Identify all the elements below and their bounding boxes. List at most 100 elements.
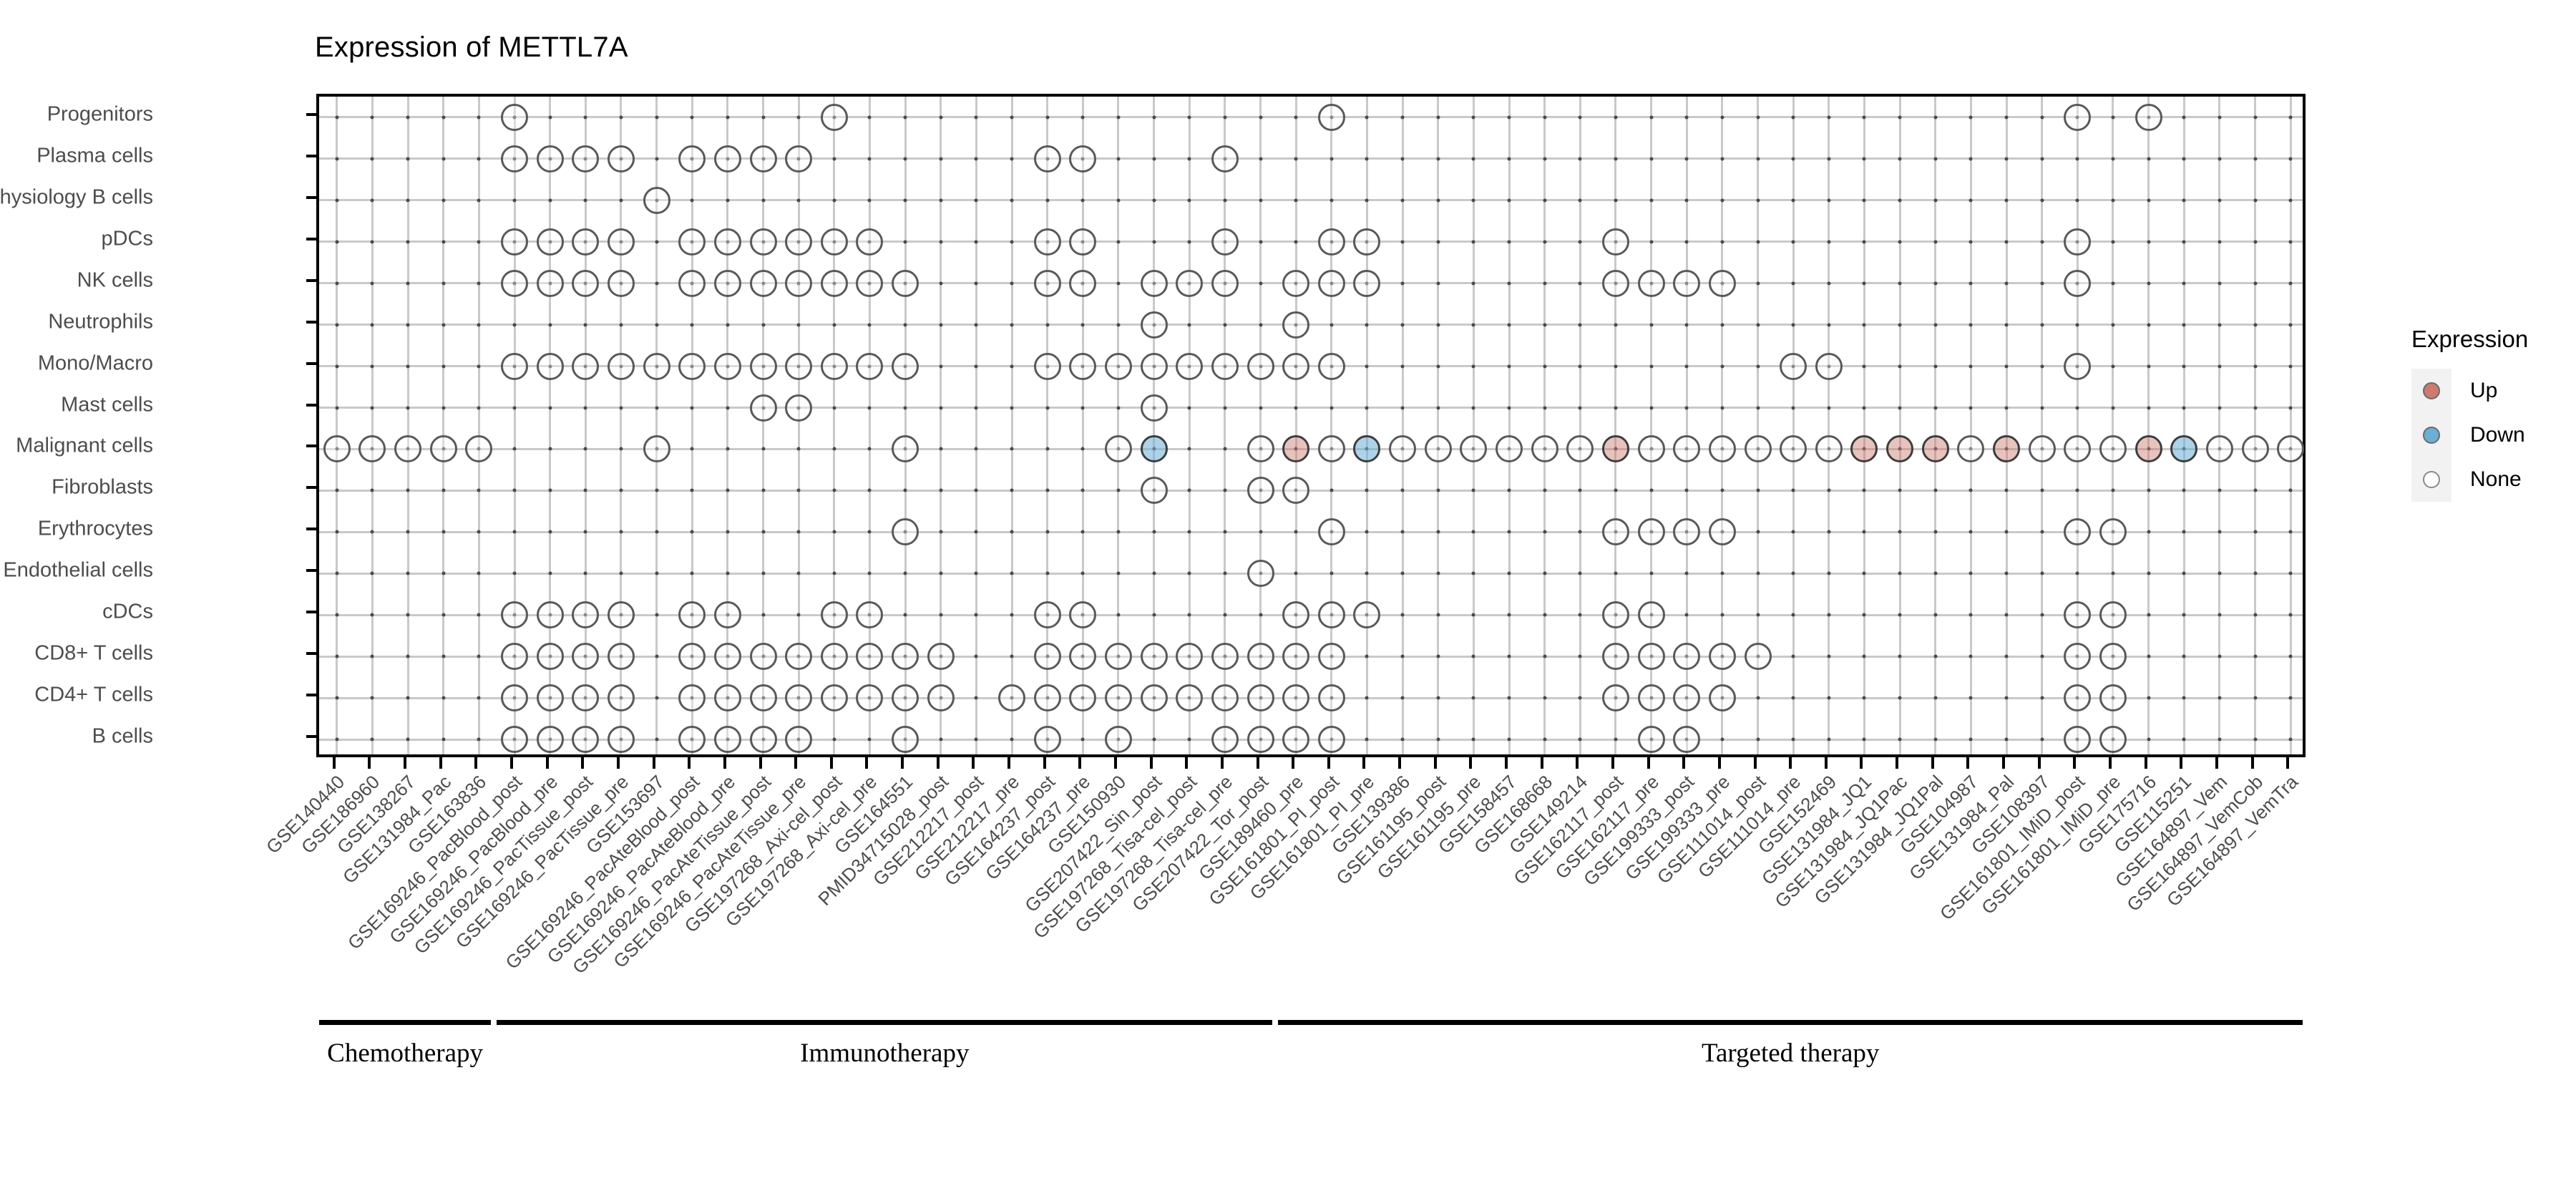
- expression-dot[interactable]: [572, 601, 600, 629]
- expression-dot[interactable]: [1601, 269, 1629, 297]
- expression-dot[interactable]: [2135, 103, 2162, 131]
- expression-dot[interactable]: [1601, 228, 1629, 256]
- expression-dot[interactable]: [1246, 352, 1274, 380]
- expression-dot[interactable]: [1886, 435, 1914, 463]
- expression-dot[interactable]: [1140, 352, 1168, 380]
- expression-dot[interactable]: [749, 684, 777, 712]
- expression-dot[interactable]: [713, 643, 741, 671]
- expression-dot[interactable]: [1104, 352, 1132, 380]
- expression-dot[interactable]: [892, 684, 919, 712]
- expression-dot[interactable]: [856, 684, 884, 712]
- expression-dot[interactable]: [1140, 394, 1168, 422]
- expression-dot[interactable]: [678, 684, 706, 712]
- expression-dot[interactable]: [713, 684, 741, 712]
- expression-dot[interactable]: [820, 601, 848, 629]
- legend-item[interactable]: Down: [2411, 413, 2569, 457]
- expression-dot[interactable]: [1140, 477, 1168, 505]
- expression-dot[interactable]: [678, 726, 706, 754]
- expression-dot[interactable]: [1317, 103, 1345, 131]
- expression-dot[interactable]: [536, 145, 564, 172]
- expression-dot[interactable]: [678, 643, 706, 671]
- expression-dot[interactable]: [1246, 477, 1274, 505]
- expression-dot[interactable]: [572, 726, 600, 754]
- expression-dot[interactable]: [2135, 435, 2162, 463]
- expression-dot[interactable]: [607, 643, 635, 671]
- expression-dot[interactable]: [820, 269, 848, 297]
- expression-dot[interactable]: [2241, 435, 2269, 463]
- expression-dot[interactable]: [1140, 269, 1168, 297]
- expression-dot[interactable]: [749, 726, 777, 754]
- legend-item[interactable]: None: [2411, 457, 2569, 502]
- expression-dot[interactable]: [501, 103, 529, 131]
- expression-dot[interactable]: [856, 228, 884, 256]
- expression-dot[interactable]: [856, 269, 884, 297]
- expression-dot[interactable]: [2099, 518, 2127, 546]
- expression-dot[interactable]: [1673, 643, 1701, 671]
- expression-dot[interactable]: [1176, 269, 1204, 297]
- expression-dot[interactable]: [1317, 228, 1345, 256]
- expression-dot[interactable]: [536, 726, 564, 754]
- expression-dot[interactable]: [536, 684, 564, 712]
- expression-dot[interactable]: [785, 643, 813, 671]
- expression-dot[interactable]: [1033, 269, 1061, 297]
- expression-dot[interactable]: [1246, 560, 1274, 588]
- expression-dot[interactable]: [1601, 643, 1629, 671]
- expression-dot[interactable]: [536, 643, 564, 671]
- expression-dot[interactable]: [1211, 228, 1239, 256]
- expression-dot[interactable]: [927, 684, 955, 712]
- expression-dot[interactable]: [820, 643, 848, 671]
- expression-dot[interactable]: [1069, 352, 1097, 380]
- expression-dot[interactable]: [713, 269, 741, 297]
- expression-dot[interactable]: [1282, 352, 1310, 380]
- expression-dot[interactable]: [1353, 269, 1381, 297]
- expression-dot[interactable]: [2064, 269, 2092, 297]
- expression-dot[interactable]: [1282, 643, 1310, 671]
- expression-dot[interactable]: [713, 601, 741, 629]
- expression-dot[interactable]: [1744, 435, 1772, 463]
- expression-dot[interactable]: [643, 435, 670, 463]
- expression-dot[interactable]: [1317, 518, 1345, 546]
- expression-dot[interactable]: [713, 145, 741, 172]
- expression-dot[interactable]: [2028, 435, 2056, 463]
- expression-dot[interactable]: [713, 352, 741, 380]
- expression-dot[interactable]: [785, 269, 813, 297]
- expression-dot[interactable]: [1601, 684, 1629, 712]
- expression-dot[interactable]: [1637, 684, 1665, 712]
- expression-dot[interactable]: [2064, 435, 2092, 463]
- expression-dot[interactable]: [678, 352, 706, 380]
- expression-dot[interactable]: [1637, 518, 1665, 546]
- expression-dot[interactable]: [892, 518, 919, 546]
- expression-dot[interactable]: [2099, 726, 2127, 754]
- expression-dot[interactable]: [749, 394, 777, 422]
- expression-dot[interactable]: [2064, 601, 2092, 629]
- expression-dot[interactable]: [1637, 643, 1665, 671]
- expression-dot[interactable]: [1637, 726, 1665, 754]
- expression-dot[interactable]: [2064, 103, 2092, 131]
- expression-dot[interactable]: [785, 684, 813, 712]
- expression-dot[interactable]: [607, 726, 635, 754]
- expression-dot[interactable]: [572, 352, 600, 380]
- expression-dot[interactable]: [1282, 435, 1310, 463]
- expression-dot[interactable]: [2099, 435, 2127, 463]
- expression-dot[interactable]: [1637, 601, 1665, 629]
- expression-dot[interactable]: [820, 228, 848, 256]
- expression-dot[interactable]: [2064, 684, 2092, 712]
- expression-dot[interactable]: [1353, 228, 1381, 256]
- expression-dot[interactable]: [749, 352, 777, 380]
- expression-dot[interactable]: [1211, 352, 1239, 380]
- expression-dot[interactable]: [1033, 601, 1061, 629]
- expression-dot[interactable]: [892, 352, 919, 380]
- expression-dot[interactable]: [1104, 435, 1132, 463]
- expression-dot[interactable]: [501, 269, 529, 297]
- expression-dot[interactable]: [713, 228, 741, 256]
- expression-dot[interactable]: [1460, 435, 1488, 463]
- expression-dot[interactable]: [536, 352, 564, 380]
- expression-dot[interactable]: [749, 145, 777, 172]
- expression-dot[interactable]: [1104, 726, 1132, 754]
- expression-dot[interactable]: [1673, 726, 1701, 754]
- expression-dot[interactable]: [1317, 643, 1345, 671]
- expression-dot[interactable]: [785, 145, 813, 172]
- expression-dot[interactable]: [358, 435, 386, 463]
- expression-dot[interactable]: [1104, 643, 1132, 671]
- expression-dot[interactable]: [501, 145, 529, 172]
